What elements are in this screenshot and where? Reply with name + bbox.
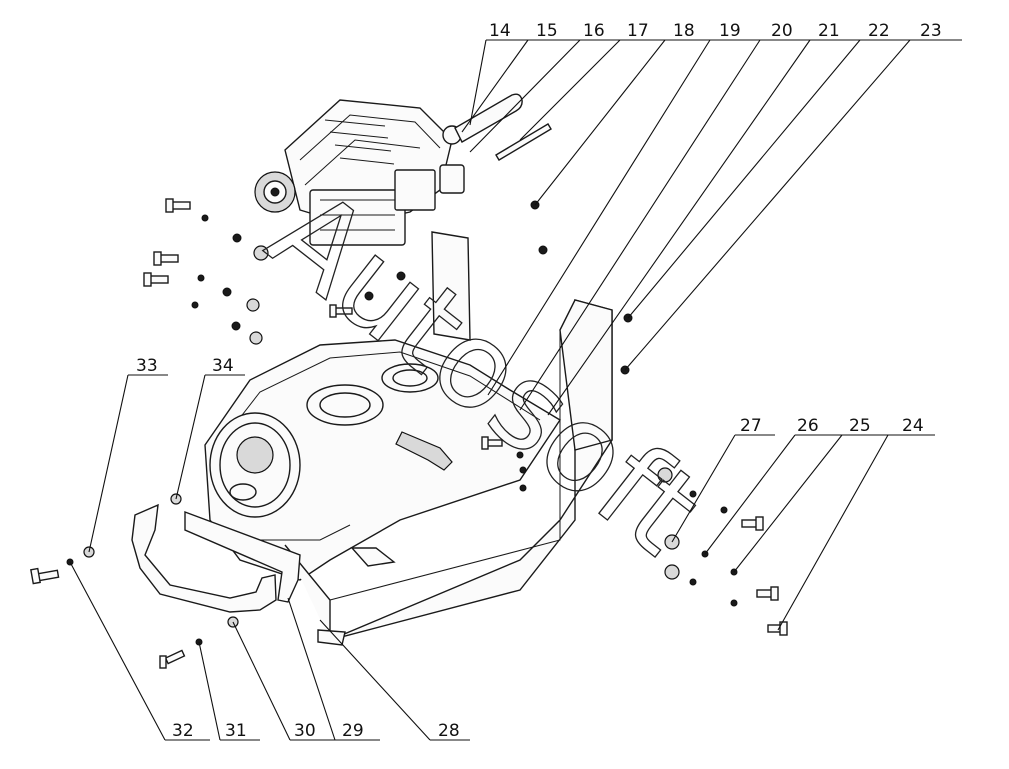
leader-lines [69,39,962,741]
bolt-icon [143,272,169,287]
callout-33: 33 [136,356,158,376]
callout-34: 34 [212,356,234,376]
rod-17 [495,123,552,161]
callout-32: 32 [172,721,194,741]
pipe-15 [454,93,523,143]
callout-18: 18 [673,21,695,41]
callout-labels: 14 15 16 17 18 19 20 21 22 23 24 25 26 2… [136,21,942,741]
callout-19: 19 [719,21,741,41]
callout-24: 24 [902,416,924,436]
bolt-icon [329,304,353,318]
tank-assembly [204,231,613,646]
callout-14: 14 [489,21,511,41]
callout-22: 22 [868,21,890,41]
callout-23: 23 [920,21,942,41]
callout-27: 27 [740,416,762,436]
callout-29: 29 [342,721,364,741]
bolt-icon [481,436,503,450]
fastener-group-right [620,313,788,636]
bolt-icon [741,516,764,531]
bracket-plate-29 [184,510,301,603]
fastener-group-upper-left [143,198,548,345]
callout-28: 28 [438,721,460,741]
fastener-group-left [30,436,503,669]
callout-16: 16 [583,21,605,41]
callout-20: 20 [771,21,793,41]
pump-module [254,99,465,246]
bolt-icon [153,251,179,266]
strap-bracket-30 [131,503,277,613]
callout-15: 15 [536,21,558,41]
bolt-icon [159,649,186,669]
callout-30: 30 [294,721,316,741]
bolt-icon [165,198,191,213]
bolt-icon [767,621,788,636]
callout-17: 17 [627,21,649,41]
callout-21: 21 [818,21,840,41]
bolt-icon [30,567,60,585]
callout-25: 25 [849,416,871,436]
callout-26: 26 [797,416,819,436]
bolt-icon [756,586,779,601]
callout-31: 31 [225,721,247,741]
